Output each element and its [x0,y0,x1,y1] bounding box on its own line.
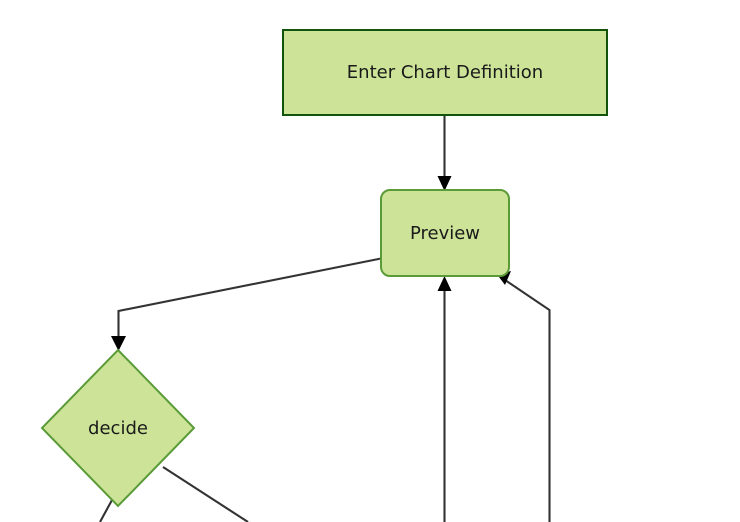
edge-decide-out-bottom [99,499,113,522]
edge-line [162,466,249,522]
node-shape-rectangle[interactable] [282,29,608,116]
edge-offscreen-to-preview-right [497,271,551,522]
edge-line [99,499,113,522]
edge-line [504,279,551,522]
edge-line [117,257,382,342]
edge-decide-out-right [162,466,249,522]
node-decide[interactable]: decide [40,348,196,508]
edge-preview-to-decide [111,257,382,351]
arrow-head-icon [111,336,126,351]
node-shape-rounded-rectangle[interactable] [380,189,510,277]
arrow-head-icon [437,276,452,291]
node-shape-diamond[interactable] [40,348,196,508]
node-enter-chart-definition[interactable]: Enter Chart Definition [282,29,608,116]
edge-enter-to-preview [437,114,452,191]
node-preview[interactable]: Preview [380,189,510,277]
edge-offscreen-to-preview-center [437,276,452,522]
arrow-head-icon [437,176,452,191]
